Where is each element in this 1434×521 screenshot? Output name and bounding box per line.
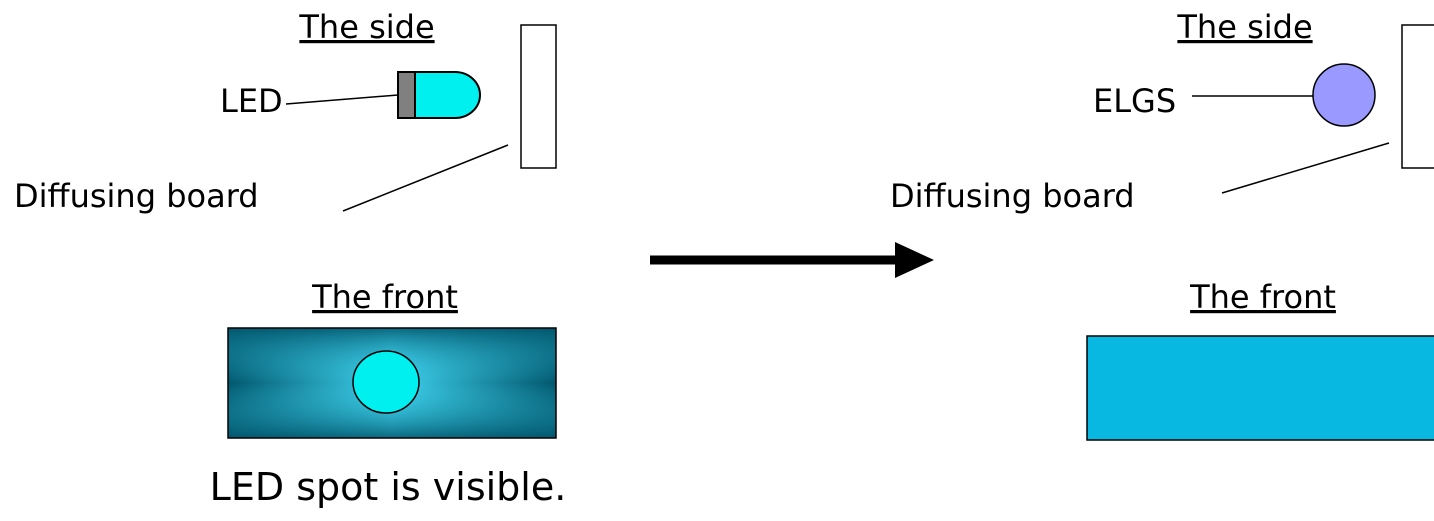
led-panel: The side LED Diffusing board The front L… (14, 8, 566, 509)
sphere-icon (1312, 63, 1376, 127)
led-board-leader-line (342, 144, 509, 212)
led-source-label: LED (220, 82, 283, 120)
elgs-source-label: ELGS (1093, 82, 1176, 120)
elgs-diffusing-board (1401, 24, 1434, 169)
led-leader-line (285, 94, 399, 105)
elgs-front-panel (1086, 335, 1434, 441)
led-front-heading: The front (311, 278, 458, 316)
elgs-panel: The side ELGS Diffusing board The front (890, 8, 1434, 441)
led-base (397, 71, 416, 119)
led-spot (352, 350, 420, 414)
led-front-panel (227, 327, 557, 439)
led-icon (397, 71, 481, 119)
elgs-side-heading: The side (1176, 8, 1312, 46)
right-arrow-icon (650, 242, 934, 278)
elgs-front-heading: The front (1189, 278, 1336, 316)
led-board-label: Diffusing board (14, 177, 259, 215)
led-side-heading: The side (298, 8, 434, 46)
elgs-board-label: Diffusing board (890, 177, 1135, 215)
led-caption: LED spot is visible. (210, 465, 567, 509)
elgs-board-leader-line (1221, 142, 1390, 194)
led-diffusing-board (520, 24, 557, 169)
led-body (414, 71, 481, 119)
